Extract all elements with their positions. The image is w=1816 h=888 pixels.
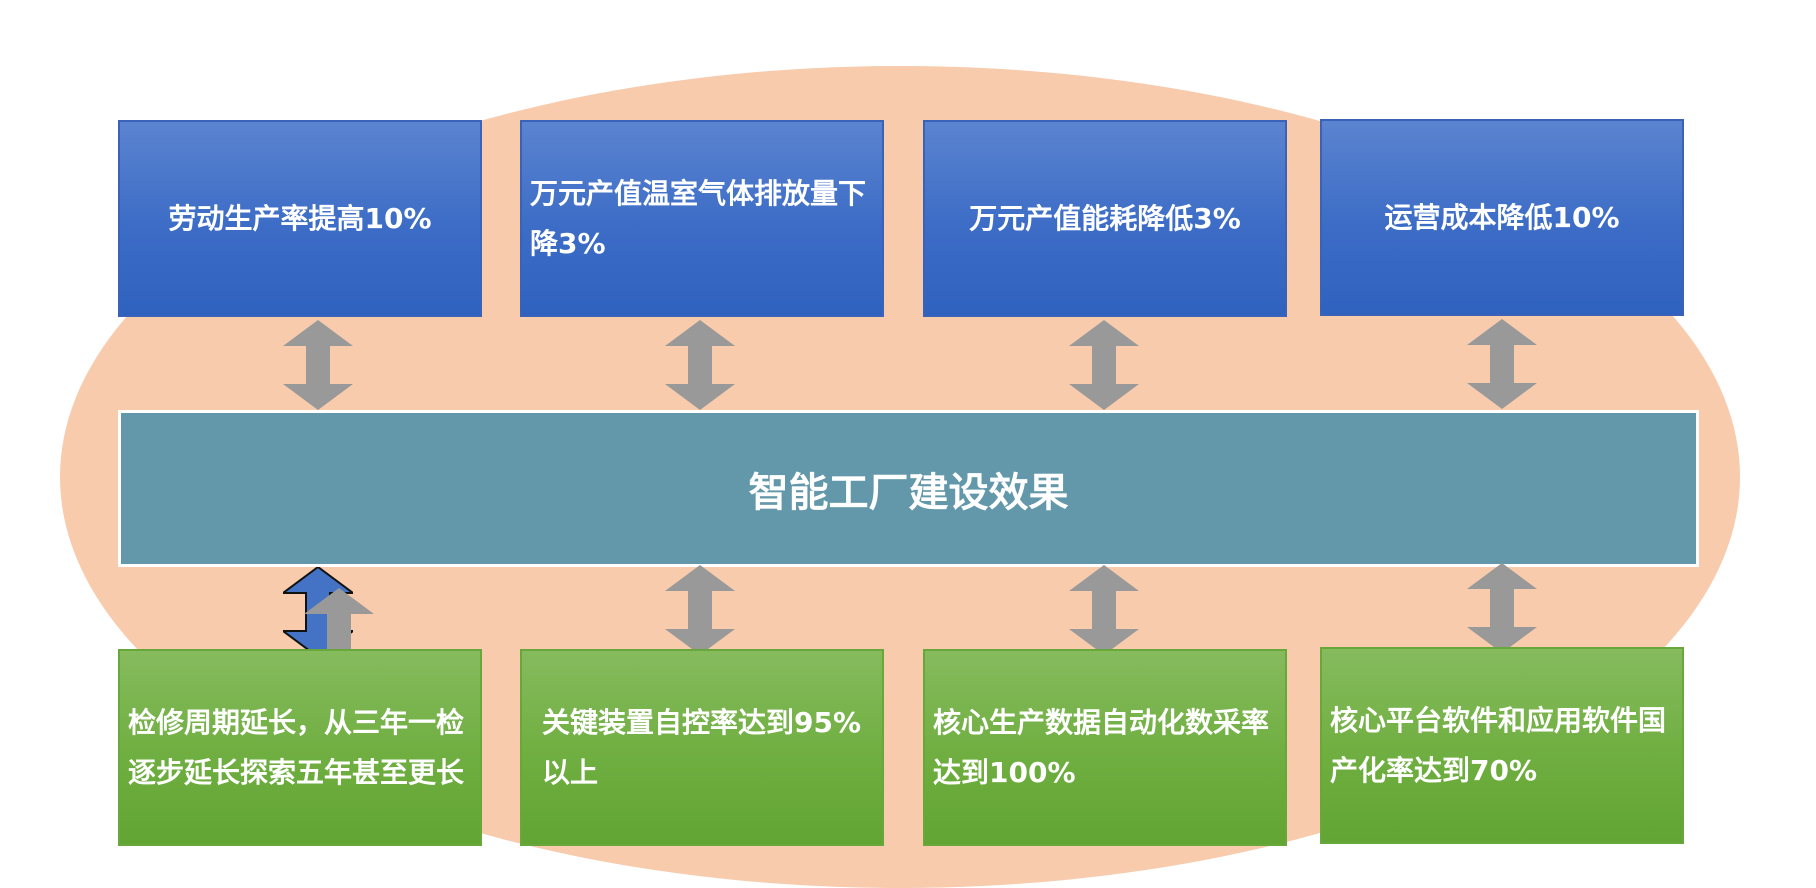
top-box-energy: 万元产值能耗降低3%	[923, 120, 1287, 317]
top-box-operating-cost: 运营成本降低10%	[1320, 119, 1684, 316]
double-arrow-icon	[1467, 319, 1537, 409]
bottom-box-label: 核心平台软件和应用软件国产化率达到70%	[1330, 703, 1667, 787]
bottom-box-localization: 核心平台软件和应用软件国产化率达到70%	[1320, 647, 1684, 844]
double-arrow-icon	[665, 320, 735, 410]
bottom-box-label: 检修周期延长，从三年一检逐步延长探索五年甚至更长	[128, 705, 465, 789]
top-box-label: 劳动生产率提高10%	[168, 201, 432, 235]
center-title-bar: 智能工厂建设效果	[118, 410, 1699, 567]
double-arrow-icon	[283, 320, 353, 410]
double-arrow-icon	[1069, 320, 1139, 410]
center-title: 智能工厂建设效果	[748, 469, 1069, 516]
top-box-labor-productivity: 劳动生产率提高10%	[118, 120, 482, 317]
bottom-box-maintenance-cycle: 检修周期延长，从三年一检逐步延长探索五年甚至更长	[118, 649, 482, 846]
double-arrow-icon	[1467, 563, 1537, 653]
bottom-box-data-collection: 核心生产数据自动化数采率达到100%	[923, 649, 1287, 846]
top-box-emissions: 万元产值温室气体排放量下降3%	[520, 120, 884, 317]
bottom-box-label: 关键装置自控率达到95%以上	[542, 705, 862, 789]
double-arrow-icon	[1069, 565, 1139, 655]
top-box-label: 运营成本降低10%	[1384, 200, 1620, 234]
bottom-box-auto-control: 关键装置自控率达到95%以上	[520, 649, 884, 846]
double-arrow-icon	[665, 565, 735, 655]
top-box-label: 万元产值能耗降低3%	[969, 201, 1241, 235]
top-box-label: 万元产值温室气体排放量下降3%	[530, 176, 867, 260]
bottom-box-label: 核心生产数据自动化数采率达到100%	[933, 705, 1270, 789]
